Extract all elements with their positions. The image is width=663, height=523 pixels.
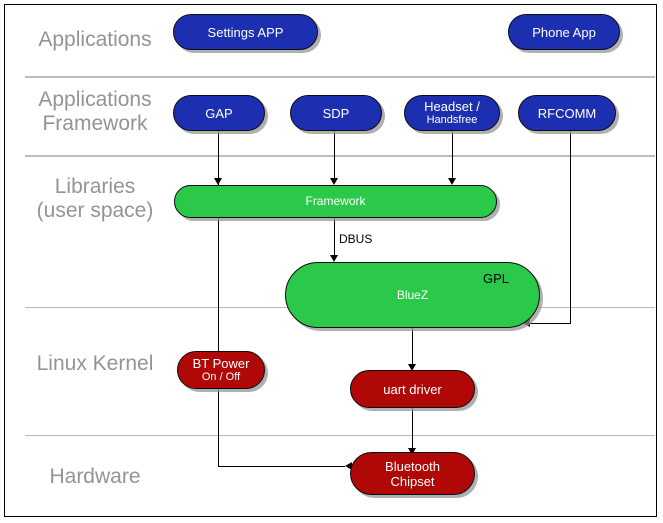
arrowhead-headset-framework [448, 178, 456, 185]
node-uart-driver-label: uart driver [383, 381, 442, 397]
node-framework-label: Framework [305, 194, 366, 208]
node-gap-label: GAP [205, 105, 233, 121]
arrowhead-sdp-framework [330, 178, 338, 185]
arrowhead-into-chipset [345, 462, 352, 470]
line-gap-to-chipset [218, 131, 219, 466]
line-headset-to-framework [452, 131, 453, 183]
diagram-frame-border [4, 4, 657, 517]
line-framework-to-bluez [334, 218, 335, 260]
node-sdp[interactable]: SDP [290, 95, 382, 131]
node-framework[interactable]: Framework [174, 185, 497, 218]
line-gap-to-chipset-horizontal [218, 466, 345, 467]
node-uart-driver[interactable]: uart driver [350, 370, 475, 408]
node-bluez[interactable]: BlueZ [285, 262, 540, 328]
node-phone-app-label: Phone App [532, 24, 596, 40]
layer-label-applications: Applications [38, 28, 152, 51]
line-bluez-to-uart [412, 328, 413, 369]
node-sdp-label: SDP [322, 105, 350, 121]
arrowhead-gap-framework [214, 178, 222, 185]
node-rfcomm[interactable]: RFCOMM [518, 95, 616, 131]
divider-applications-framework [25, 155, 655, 157]
node-bt-power-label-line1: BT Power [192, 356, 250, 371]
layer-label-hardware: Hardware [49, 465, 141, 488]
node-bluetooth-chipset[interactable]: Bluetooth Chipset [350, 452, 475, 495]
node-phone-app[interactable]: Phone App [508, 14, 620, 50]
node-bluetooth-chipset-label-line2: Chipset [390, 473, 435, 489]
node-headset-handsfree[interactable]: Headset / Handsfree [404, 95, 500, 131]
arrowhead-framework-bluez [330, 255, 338, 262]
node-settings-app-label: Settings APP [207, 24, 284, 40]
node-bluetooth-chipset-label-line1: Bluetooth [385, 458, 440, 474]
node-rfcomm-label: RFCOMM [537, 105, 597, 121]
node-headset-handsfree-label-line1: Headset / [424, 99, 480, 114]
divider-linux-kernel [25, 435, 655, 436]
node-settings-app[interactable]: Settings APP [173, 14, 318, 50]
node-gap[interactable]: GAP [173, 95, 265, 131]
arrowhead-into-bluez-right [523, 319, 530, 327]
line-rfcomm-to-bluez [570, 131, 571, 323]
node-bt-power-label-line2: On / Off [201, 371, 241, 383]
line-rfcomm-to-bluez-horizontal [527, 323, 571, 324]
node-bt-power[interactable]: BT Power On / Off [177, 351, 265, 389]
annotation-gpl: GPL [483, 271, 510, 286]
divider-applications [25, 76, 655, 78]
layer-label-applications-framework: Applications Framework [38, 88, 152, 135]
arrowhead-bluez-uart [408, 364, 416, 371]
annotation-dbus: DBUS [339, 232, 373, 246]
layer-label-libraries: Libraries (user space) [36, 175, 154, 222]
node-headset-handsfree-label-line2: Handsfree [426, 114, 478, 126]
line-uart-to-chipset [412, 408, 413, 453]
layer-label-linux-kernel: Linux Kernel [36, 352, 154, 375]
line-sdp-to-framework [334, 131, 335, 183]
node-bluez-label: BlueZ [396, 287, 429, 302]
